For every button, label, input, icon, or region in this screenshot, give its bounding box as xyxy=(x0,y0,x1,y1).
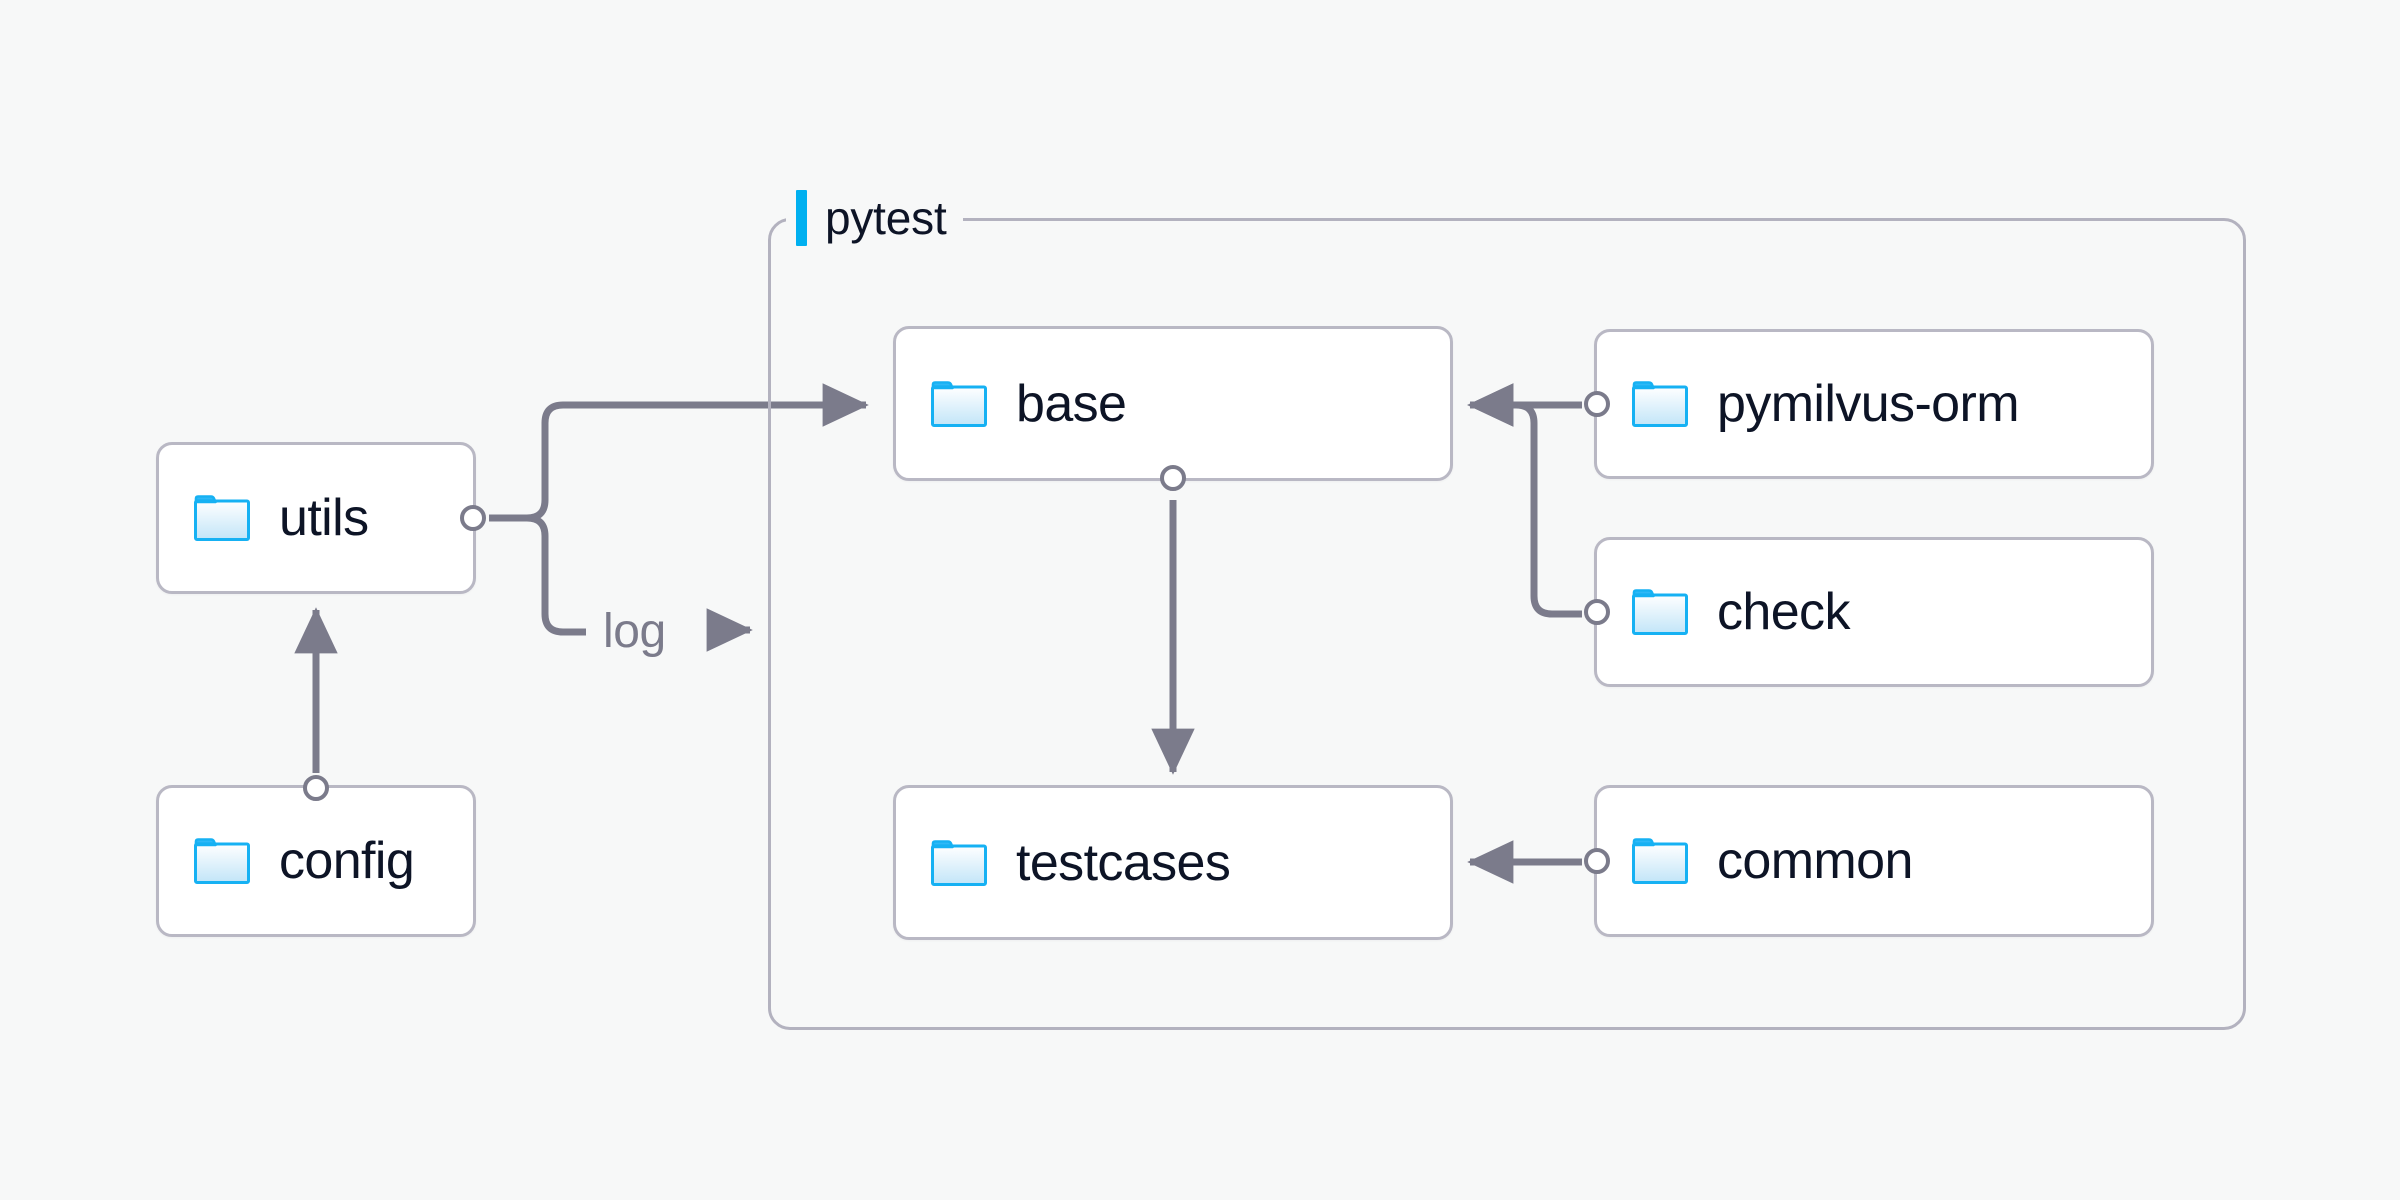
node-label: base xyxy=(1016,374,1127,433)
folder-icon xyxy=(194,495,250,541)
folder-icon xyxy=(931,839,987,886)
edge-utils-to-log xyxy=(489,514,586,636)
node-label: check xyxy=(1717,583,1850,641)
port-utils-right[interactable] xyxy=(460,505,486,531)
folder-icon xyxy=(194,838,250,884)
node-label: common xyxy=(1717,832,1913,890)
pytest-group-container[interactable] xyxy=(768,218,2246,1030)
folder-icon xyxy=(931,380,987,427)
edge-label-log: log xyxy=(603,605,666,658)
port-base-bottom[interactable] xyxy=(1160,465,1186,491)
node-base[interactable]: base xyxy=(893,326,1453,491)
edge-check-to-base xyxy=(1467,383,1582,618)
folder-icon xyxy=(1632,589,1688,635)
node-label: pymilvus-orm xyxy=(1717,375,2020,433)
node-testcases[interactable]: testcases xyxy=(893,785,1453,940)
port-pymilvus-orm-left[interactable] xyxy=(1584,391,1610,417)
node-label: utils xyxy=(279,489,369,547)
node-check[interactable]: check xyxy=(1584,537,2154,687)
port-check-left[interactable] xyxy=(1584,599,1610,625)
node-config[interactable]: config xyxy=(156,775,476,937)
accent-bar-icon xyxy=(796,190,807,246)
folder-icon xyxy=(1632,381,1688,427)
node-label: testcases xyxy=(1016,833,1231,892)
pytest-group-label: pytest xyxy=(786,186,963,250)
group-title: pytest xyxy=(825,192,947,244)
node-label: config xyxy=(279,832,415,890)
node-pymilvus-orm[interactable]: pymilvus-orm xyxy=(1584,329,2154,479)
port-common-left[interactable] xyxy=(1584,848,1610,874)
node-utils[interactable]: utils xyxy=(156,442,486,594)
node-common[interactable]: common xyxy=(1584,785,2154,937)
folder-icon xyxy=(1632,838,1688,884)
port-config-top[interactable] xyxy=(303,775,329,801)
